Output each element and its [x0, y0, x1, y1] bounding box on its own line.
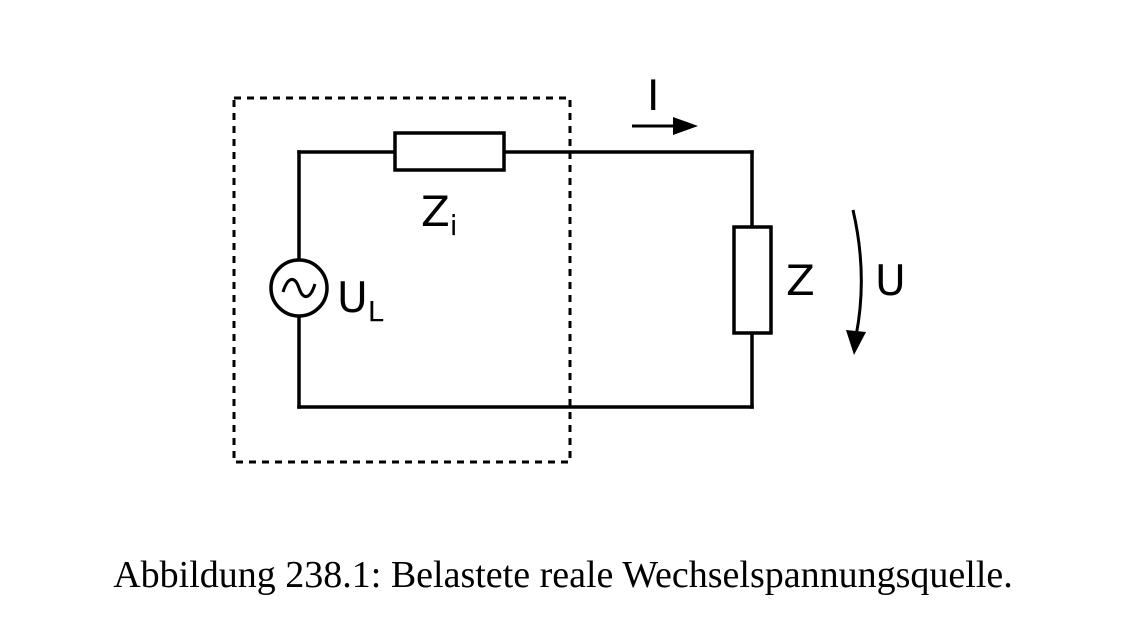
internal-impedance-label: Zi [421, 187, 458, 242]
internal-impedance-resistor [393, 131, 506, 172]
figure-caption: Abbildung 238.1: Belastete reale Wechsel… [113, 554, 1013, 596]
load-voltage-label: U [875, 256, 906, 305]
ac-source-icon [269, 258, 329, 318]
voltage-arrow-icon [846, 209, 866, 355]
current-arrow-icon [632, 117, 698, 135]
source-voltage-label: UL [337, 273, 384, 328]
load-impedance-label: Z [786, 256, 815, 305]
current-label: I [647, 71, 659, 120]
load-impedance-resistor [732, 225, 773, 335]
